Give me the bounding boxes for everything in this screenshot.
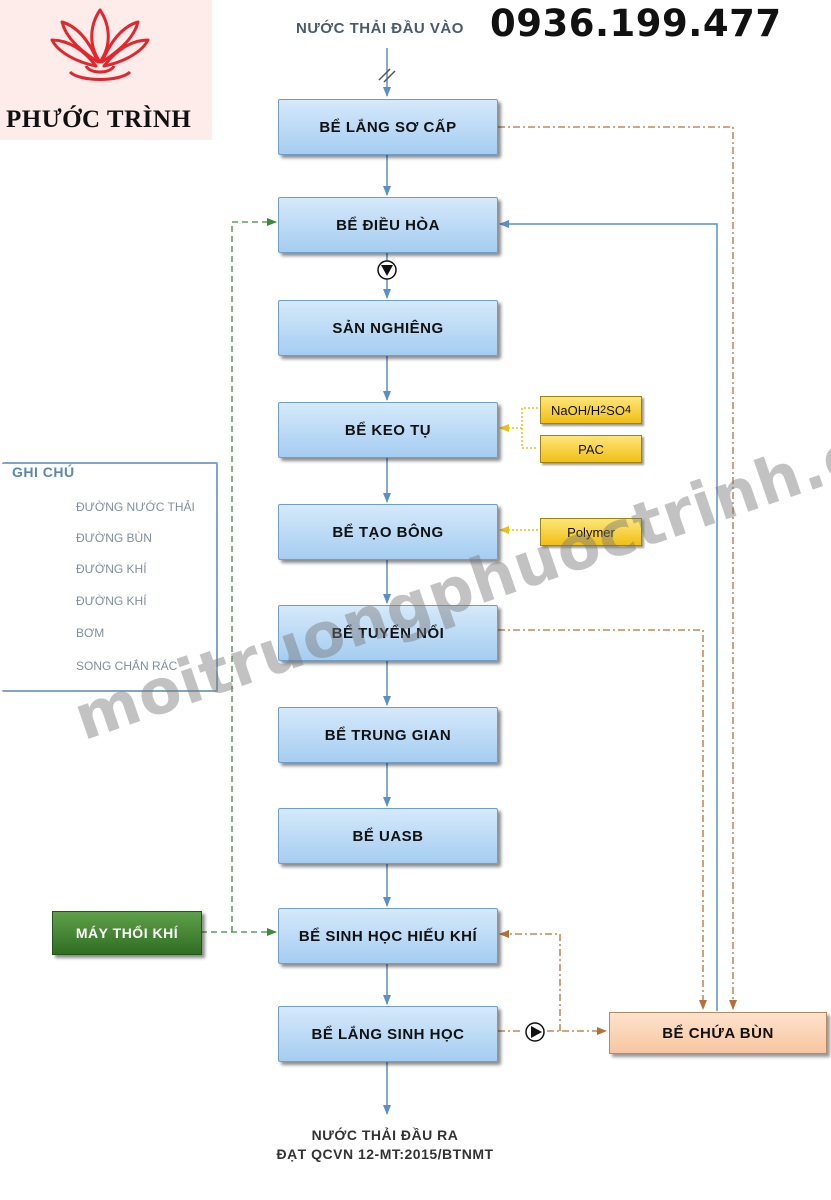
chemical-polymer: Polymer	[540, 518, 642, 546]
legend-title: GHI CHÚ	[12, 464, 79, 480]
legend-label-air: ĐƯỜNG KHÍ	[76, 562, 147, 576]
screen-icon	[378, 68, 396, 83]
biological-settling-tank: BỂ LẮNG SINH HỌC	[278, 1006, 498, 1062]
chem-text: SO	[606, 402, 625, 418]
flotation-tank: BỂ TUYỂN NỔI	[278, 605, 498, 661]
legend-label-screen: SONG CHẮN RÁC	[76, 659, 178, 673]
brand-name: PHƯỚC TRÌNH	[6, 106, 192, 133]
pump-icon	[377, 260, 397, 280]
sludge-line-connectors	[498, 126, 737, 1035]
chemical-pac: PAC	[540, 435, 642, 463]
uasb-tank: BỂ UASB	[278, 808, 498, 864]
company-logo: PHƯỚC TRÌNH	[0, 0, 212, 140]
legend-label-sludge: ĐƯỜNG BÙN	[76, 531, 152, 545]
chem-sub: 2	[600, 404, 607, 416]
sludge-storage-tank: BỂ CHỨA BÙN	[609, 1012, 827, 1054]
phone-number: 0936.199.477	[490, 2, 782, 45]
legend: GHI CHÚ ĐƯỜNG NƯỚC THẢI ĐƯỜNG BÙN ĐƯỜNG …	[2, 462, 218, 692]
intermediate-tank: BỂ TRUNG GIAN	[278, 707, 498, 763]
sludge-pump-icon	[525, 1022, 545, 1042]
chemical-line-connectors	[499, 407, 538, 534]
legend-label-pump: BƠM	[76, 626, 105, 640]
inflow-label: NƯỚC THẢI ĐẦU VÀO	[296, 20, 464, 37]
equalization-tank: BỂ ĐIỀU HÒA	[278, 197, 498, 253]
coagulation-tank: BỂ KEO TỤ	[278, 402, 498, 458]
outflow-label: NƯỚC THẢI ĐẦU RA ĐẠT QCVN 12-MT:2015/BTN…	[200, 1126, 570, 1164]
inclined-plate-settler: SẢN NGHIÊNG	[278, 300, 498, 356]
chem-sub: 4	[624, 404, 631, 416]
outflow-line-1: NƯỚC THẢI ĐẦU RA	[311, 1127, 459, 1143]
primary-settling-tank: BỂ LẮNG SƠ CẤP	[278, 99, 498, 155]
chem-text: NaOH/H	[551, 402, 601, 418]
lotus-icon	[50, 8, 150, 81]
legend-label-water: ĐƯỜNG NƯỚC THẢI	[76, 500, 195, 514]
legend-label-chemical: ĐƯỜNG KHÍ	[76, 594, 147, 608]
flocculation-tank: BỂ TẠO BÔNG	[278, 504, 498, 560]
aerobic-tank: BỂ SINH HỌC HIẾU KHÍ	[278, 908, 498, 964]
air-blower: MÁY THỔI KHÍ	[52, 911, 202, 955]
air-line-connectors	[201, 218, 277, 936]
outflow-line-2: ĐẠT QCVN 12-MT:2015/BTNMT	[276, 1146, 494, 1162]
